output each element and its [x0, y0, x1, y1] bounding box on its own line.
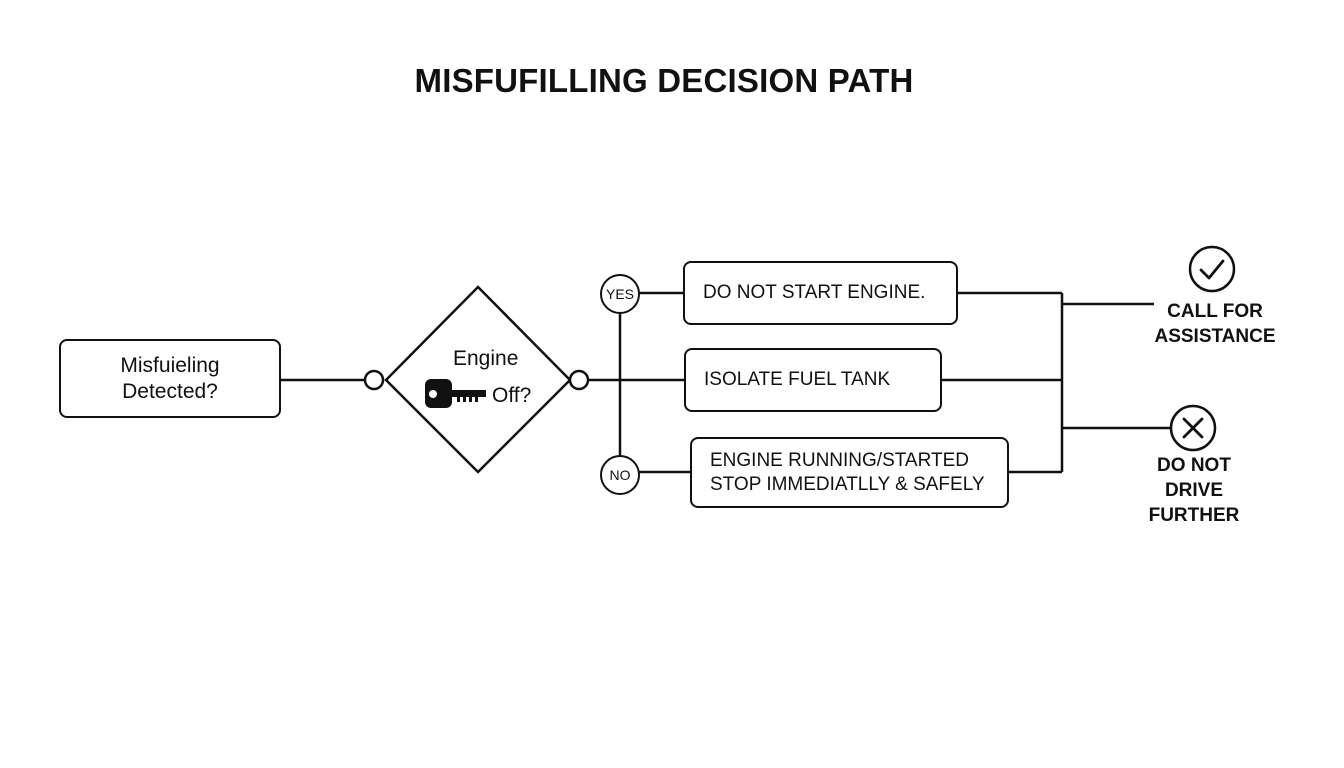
check-icon: [1188, 245, 1236, 293]
no-branch-node: NO: [600, 455, 640, 495]
start-label-line-1: Misfuieling: [120, 353, 220, 377]
x-icon: [1169, 404, 1217, 452]
step-isolate-tank: ISOLATE FUEL TANK: [684, 348, 942, 412]
yes-branch-node: YES: [600, 274, 640, 314]
port-left: [363, 369, 385, 391]
outcome-stop-line-1: DO NOT: [1157, 455, 1231, 476]
outcome-assist-line-1: CALL FOR: [1167, 301, 1263, 322]
outcome-call-assistance: CALL FOR ASSISTANCE: [1145, 299, 1285, 349]
step-do-not-start: DO NOT START ENGINE.: [683, 261, 958, 325]
step-1-line-1: DO NOT START ENGINE.: [703, 282, 926, 303]
step-3-line-2: STOP IMMEDIATLLY & SAFELY: [710, 473, 985, 495]
decision-label-line-2: Off?: [492, 384, 532, 407]
outcome-assist-line-2: ASSISTANCE: [1154, 326, 1276, 347]
key-icon: [425, 379, 486, 408]
outcome-stop-line-3: FURTHER: [1148, 505, 1240, 526]
decision-diamond: [384, 285, 572, 474]
step-3-line-1: ENGINE RUNNING/STARTED: [710, 449, 969, 471]
no-label: NO: [609, 467, 631, 483]
start-box: Misfuieling Detected?: [59, 339, 281, 418]
decision-label-line-1: Engine: [453, 347, 519, 370]
outcome-do-not-drive: DO NOT DRIVE FURTHER: [1136, 453, 1252, 528]
yes-label: YES: [605, 286, 634, 302]
port-right: [568, 369, 590, 391]
step-engine-running: ENGINE RUNNING/STARTED STOP IMMEDIATLLY …: [690, 437, 1009, 508]
step-2-line-1: ISOLATE FUEL TANK: [704, 369, 891, 390]
page-title: MISFUFILLING DECISION PATH: [414, 62, 914, 99]
start-label-line-2: Detected?: [122, 379, 218, 403]
outcome-stop-line-2: DRIVE: [1164, 480, 1224, 501]
